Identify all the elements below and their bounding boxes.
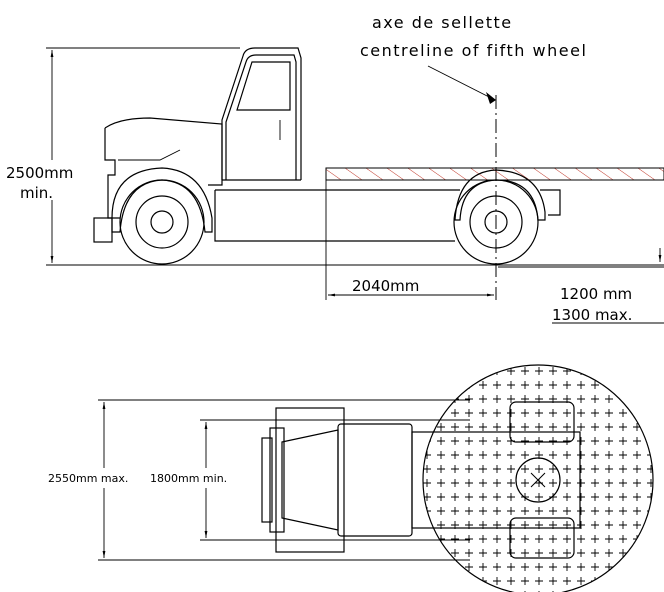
- height-value: 2500mm: [6, 164, 73, 182]
- width-max-label: 2550mm max.: [48, 472, 128, 485]
- side-view: axe de sellette centreline of fifth whee…: [4, 13, 664, 324]
- cab-inner: [225, 54, 297, 180]
- height-note: min.: [20, 184, 53, 202]
- rear-frame: [540, 189, 561, 216]
- front-fender: [111, 167, 213, 233]
- front-rim: [135, 195, 189, 249]
- grille-plan: [269, 427, 285, 533]
- cab-plan: [337, 423, 413, 537]
- length-value: 2040mm: [352, 277, 419, 295]
- fifth-wheel-label-en: centreline of fifth wheel: [360, 41, 587, 60]
- overhang-max: 1300 max.: [552, 306, 632, 324]
- rear-fender: [454, 169, 546, 221]
- chassis-plan: [411, 431, 581, 529]
- fifth-wheel-leader-arrow: [486, 92, 496, 104]
- grille-front: [104, 128, 120, 219]
- top-view: 2550mm max. 1800mm min.: [46, 364, 654, 592]
- rear-wheel-right-plan: [509, 517, 575, 559]
- rear-tyre: [453, 179, 539, 265]
- hood-plan: [281, 429, 339, 531]
- width-label-bg: [46, 468, 262, 488]
- fifth-wheel-leader: [427, 65, 496, 101]
- front-axle-outline: [275, 407, 345, 553]
- rear-rim: [469, 195, 523, 249]
- width-min-label: 1800mm min.: [150, 472, 227, 485]
- fifth-wheel-label-fr: axe de sellette: [372, 13, 513, 32]
- hood-line: [118, 149, 181, 161]
- fifth-wheel-plate: [515, 457, 561, 503]
- fifth-wheel-swing-circle: [422, 364, 654, 592]
- rear-hub: [484, 210, 508, 234]
- fifth-wheel-king-pin: [530, 472, 546, 488]
- front-bumper-plan: [261, 437, 273, 523]
- rear-wheel-left-plan: [509, 401, 575, 443]
- front-tyre: [119, 179, 205, 265]
- height-label-bg: [4, 160, 56, 200]
- hood-outline: [104, 117, 223, 186]
- chassis-frame: [214, 189, 460, 242]
- overhang-value: 1200 mm: [560, 285, 632, 303]
- front-bumper: [93, 217, 113, 243]
- cab-outline: [221, 47, 302, 180]
- front-hub: [150, 210, 174, 234]
- cab-window: [236, 61, 291, 111]
